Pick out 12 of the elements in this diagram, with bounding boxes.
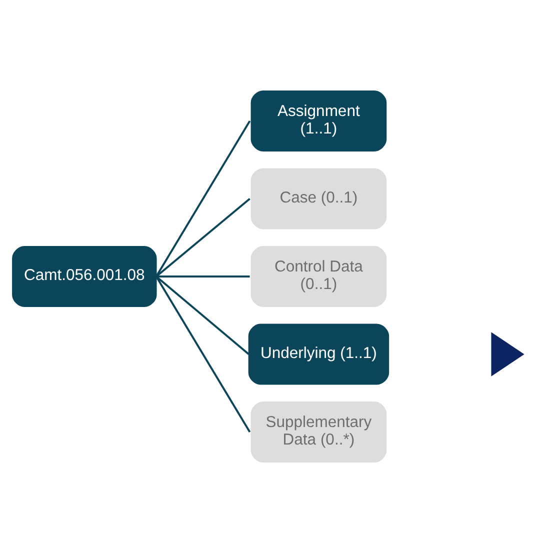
node-box: Assignment (1..1) — [250, 90, 387, 151]
node-box: Supplementary Data (0..*) — [250, 401, 387, 462]
node-triangle — [491, 332, 524, 376]
node-box: Control Data (0..1) — [250, 245, 387, 307]
connector — [155, 120, 251, 276]
node-box: Underlying (1..1) — [248, 323, 390, 384]
node-box: Case (0..1) — [250, 168, 387, 229]
node-box: Camt.056.001.08 — [12, 245, 157, 307]
connector — [156, 197, 250, 277]
connector — [156, 275, 250, 277]
connector — [155, 276, 251, 432]
connector — [156, 275, 250, 355]
